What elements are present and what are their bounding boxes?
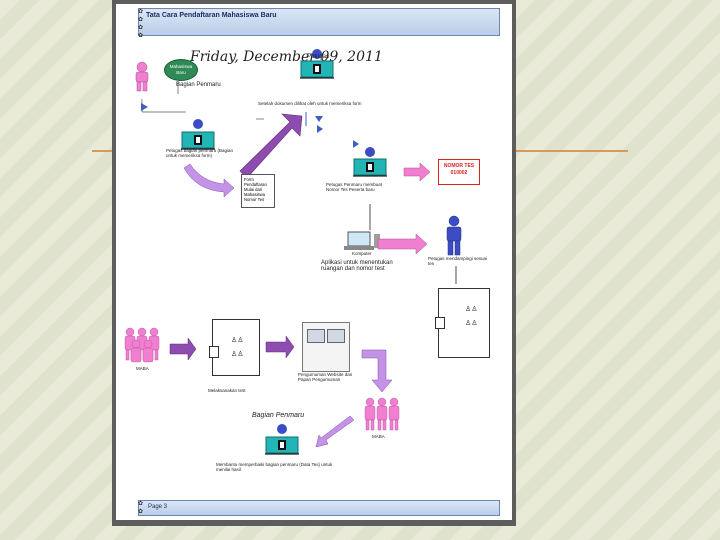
footer-bar (138, 500, 500, 516)
arrow-head (353, 140, 359, 148)
gear-icon: ✿ (138, 9, 144, 15)
arrow-to-number (403, 162, 431, 182)
desk-icon-center (353, 147, 387, 177)
maba-crowd-right (364, 397, 400, 431)
computer-label: Komputer (352, 251, 372, 256)
nomor-tes-box: NOMOR TES 010002 (438, 159, 480, 185)
screen-icon (327, 329, 345, 343)
bagian-penmaru-bottom: Bagian Penmaru (252, 412, 305, 419)
footer-page: Page 3 (148, 504, 168, 510)
return-arrow (315, 415, 355, 448)
maba-crowd-left (124, 327, 160, 363)
desk-icon-top (300, 49, 334, 79)
gear-icon: ✿ (138, 501, 144, 507)
student-icon: ♙♙ (231, 351, 244, 358)
desk-icon-left (181, 119, 215, 150)
gear-icon: ✿ (138, 17, 144, 23)
gear-icon: ✿ (138, 25, 144, 31)
gear-icon: ✿ (138, 509, 144, 515)
form-note: Form Pendaftaran Mulai dari Mahasiswa No… (241, 174, 275, 208)
melaksanakan-label: Melaksanakan test (208, 388, 246, 393)
arrow-head (315, 116, 323, 122)
computer-icon (344, 231, 380, 250)
arrow-head (141, 103, 148, 111)
screen-icon (307, 329, 325, 343)
maba-left-label: MABA (136, 366, 149, 371)
step-text: Setelah dokumen dilihat oleh untuk memer… (258, 101, 362, 106)
oval-label: Mahasiswa Baru (164, 59, 198, 81)
student-icon: ♙♙ (465, 320, 478, 327)
header-bar (138, 8, 500, 36)
curved-arrow (183, 163, 235, 198)
block-arrow (265, 335, 295, 359)
petugas-desc: Petugas Penmaru membuat Nomor Tes Pesert… (326, 182, 383, 192)
arrow-head (317, 125, 323, 133)
nomor-tes-label: NOMOR TES (443, 163, 475, 169)
block-arrow (169, 337, 197, 361)
date-heading: Friday, December 09, 2011 (190, 49, 383, 65)
gear-icon: ✿ (138, 33, 144, 39)
maba-right-label: MABA (372, 434, 385, 439)
announcement-board (302, 322, 350, 372)
student-icon: ♙♙ (465, 306, 478, 313)
decor-line-left (92, 150, 114, 152)
door-icon (435, 317, 445, 329)
desk-icon-bottom (265, 424, 299, 455)
petugas-person-icon (446, 215, 462, 256)
door-icon (209, 346, 219, 358)
flow-diagram (124, 49, 462, 455)
decor-line-right (514, 150, 628, 152)
person-icon (135, 61, 149, 92)
student-icon: ♙♙ (231, 337, 244, 344)
exam-room-right: ♙♙ ♙♙ (435, 288, 490, 358)
desk-left-text: Petugas bagian penmaru (Bagian untuk mem… (166, 148, 234, 158)
diagonal-arrow (239, 113, 303, 179)
desk-bottom-text: Membantu memperbaiki bagian penmaru (Dat… (216, 462, 333, 472)
petugas-label: Petugas (307, 54, 330, 60)
bent-arrow (361, 349, 393, 393)
exam-room-left: ♙♙ ♙♙ (209, 319, 260, 376)
aplikasi-label: Aplikasi untuk menentukan ruangan dan no… (321, 260, 393, 272)
header-title: Tata Cara Pendaftaran Mahasiswa Baru (146, 12, 277, 19)
document-page: Tata Cara Pendaftaran Mahasiswa Baru ✿ ✿… (116, 4, 512, 520)
bagian-penmaru-label: Bagian Penmaru (176, 82, 221, 88)
nomor-tes-value: 010002 (450, 170, 468, 176)
petugas-blue-label: Petugas mendampingi sesuai tes (428, 256, 488, 266)
pengumuman-label: Pengumuman Website dan Papan Pengumuman (298, 372, 353, 382)
arrow-to-petugas (377, 233, 428, 255)
